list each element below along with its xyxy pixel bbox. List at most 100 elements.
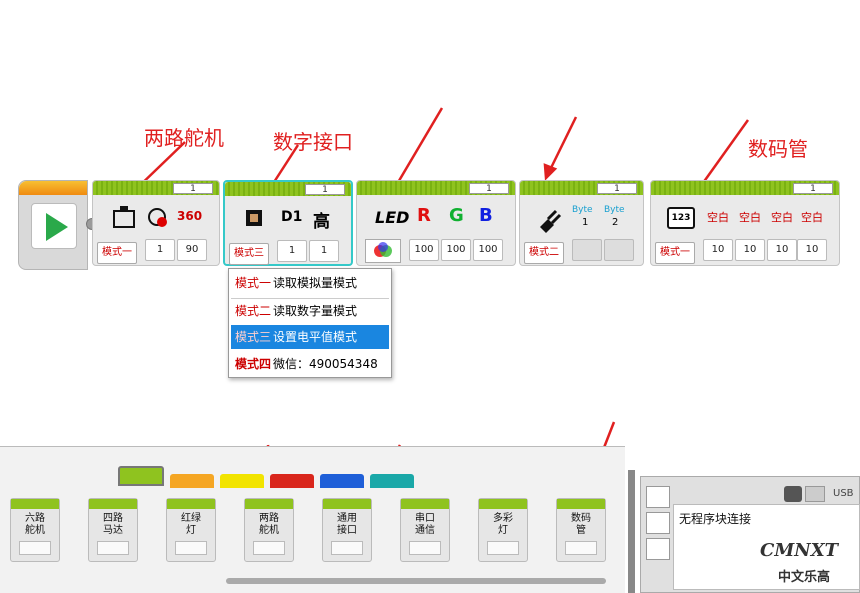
menu-item-mode2[interactable]: 模式二读取数字量模式: [231, 298, 389, 322]
palette-block-header: [167, 499, 215, 509]
serial-block[interactable]: 1 Byte Byte 1 2 模式二: [519, 180, 644, 266]
digit-value-4[interactable]: 10: [797, 239, 827, 261]
mode-selector[interactable]: 模式三: [229, 243, 269, 265]
blue-label: B: [479, 205, 493, 226]
palette-block-label: 多彩 灯: [493, 513, 513, 536]
mode-dropdown-menu[interactable]: 模式一读取模拟量模式 模式二读取数字量模式 模式三设置电平值模式 模式四微信：4…: [228, 268, 392, 378]
rgb-icon: [374, 242, 392, 257]
byte-slot-2[interactable]: [604, 239, 634, 261]
palette-tab-teal[interactable]: [370, 474, 414, 488]
port-number[interactable]: 1: [469, 183, 509, 194]
color-mode-selector[interactable]: [365, 239, 401, 263]
palette-block-slot: [565, 541, 597, 555]
menu-item-mode1[interactable]: 模式一读取模拟量模式: [231, 271, 389, 295]
palette-block-label: 串口 通信: [415, 513, 435, 536]
palette-block[interactable]: 通用 接口: [322, 498, 372, 562]
digital-block[interactable]: 1 D1 高 模式三 1 1: [223, 180, 353, 266]
palette-tab-green[interactable]: [118, 466, 164, 486]
green-label: G: [449, 205, 464, 226]
connection-toggle[interactable]: [805, 486, 825, 502]
menu-key: 模式一: [235, 276, 272, 290]
port-view-icon[interactable]: [646, 486, 670, 508]
menu-key: 模式二: [235, 304, 272, 318]
digit-label-3: 空白: [771, 211, 793, 224]
digit-value-1[interactable]: 10: [703, 239, 733, 261]
panel-divider[interactable]: [628, 470, 635, 593]
palette-block-label: 六路 舵机: [25, 513, 45, 536]
menu-item-mode3[interactable]: 模式三设置电平值模式: [231, 325, 389, 349]
palette-block-header: [557, 499, 605, 509]
palette-block-slot: [253, 541, 285, 555]
blue-value[interactable]: 100: [473, 239, 503, 261]
port-number[interactable]: 1: [305, 184, 345, 195]
level-label: 高: [313, 212, 330, 232]
refresh-icon[interactable]: [784, 486, 802, 502]
green-value[interactable]: 100: [441, 239, 471, 261]
start-block[interactable]: [18, 180, 88, 270]
memory-icon[interactable]: [646, 512, 670, 534]
byte-index-2: 2: [612, 217, 619, 228]
palette-block-header: [479, 499, 527, 509]
digit-label-4: 空白: [801, 211, 823, 224]
digit-label-2: 空白: [739, 211, 761, 224]
play-icon: [46, 213, 68, 241]
port-number[interactable]: 1: [597, 183, 637, 194]
palette-block[interactable]: 多彩 灯: [478, 498, 528, 562]
palette-block-label: 四路 马达: [103, 513, 123, 536]
palette-tab-yellow[interactable]: [220, 474, 264, 488]
palette-block[interactable]: 红绿 灯: [166, 498, 216, 562]
pin-label: D1: [281, 209, 303, 225]
menu-item-mode4[interactable]: 模式四微信：490054348: [231, 352, 389, 376]
menu-label: 读取模拟量模式: [273, 276, 358, 290]
palette-block-label: 通用 接口: [337, 513, 357, 536]
palette-tab-orange[interactable]: [170, 474, 214, 488]
palette-block-label: 数码 管: [571, 513, 591, 536]
digit-value-2[interactable]: 10: [735, 239, 765, 261]
palette-block-slot: [97, 541, 129, 555]
watermark-subtext: 中文乐高: [778, 570, 831, 585]
menu-label: 设置电平值模式: [273, 330, 358, 344]
led-block[interactable]: 1 LED R G B 100 100 100: [356, 180, 516, 266]
display-icon: 123: [667, 207, 695, 229]
menu-label: 微信：490054348: [273, 357, 378, 371]
port-number[interactable]: 1: [793, 183, 833, 194]
palette-block[interactable]: 两路 舵机: [244, 498, 294, 562]
palette-block-slot: [487, 541, 519, 555]
digit-value-3[interactable]: 10: [767, 239, 797, 261]
mode-selector[interactable]: 模式二: [524, 242, 564, 264]
servo-block[interactable]: 1 360 模式一 1 90: [92, 180, 220, 266]
port-number[interactable]: 1: [173, 183, 213, 194]
servo-angle-param[interactable]: 90: [177, 239, 207, 261]
byte-index-1: 1: [582, 217, 589, 228]
mode-selector[interactable]: 模式一: [655, 242, 695, 264]
palette-scrollbar[interactable]: [226, 578, 606, 584]
palette-block-header: [11, 499, 59, 509]
palette-block[interactable]: 数码 管: [556, 498, 606, 562]
mode-selector[interactable]: 模式一: [97, 242, 137, 264]
palette-tab-red[interactable]: [270, 474, 314, 488]
chip-icon: [246, 210, 262, 226]
palette-block[interactable]: 六路 舵机: [10, 498, 60, 562]
digital-pin-param[interactable]: 1: [277, 240, 307, 262]
degree-label: 360: [177, 209, 203, 223]
palette-block-header: [323, 499, 371, 509]
palette-block-header: [89, 499, 137, 509]
timer-icon: [148, 208, 167, 227]
byte-slot-1[interactable]: [572, 239, 602, 261]
palette-block-slot: [19, 541, 51, 555]
segment-block[interactable]: 1 123 空白 空白 空白 空白 模式一 10 10 10 10: [650, 180, 840, 266]
run-button[interactable]: [31, 203, 77, 249]
servo-icon: [113, 206, 135, 228]
servo-port-param[interactable]: 1: [145, 239, 175, 261]
palette-block-header: [401, 499, 449, 509]
palette-block[interactable]: 四路 马达: [88, 498, 138, 562]
plug-icon: [540, 209, 562, 233]
menu-key: 模式三: [235, 330, 272, 344]
info-icon[interactable]: [646, 538, 670, 560]
palette-tab-blue[interactable]: [320, 474, 364, 488]
panel-content: 无程序块连接: [673, 504, 860, 590]
red-value[interactable]: 100: [409, 239, 439, 261]
digital-level-param[interactable]: 1: [309, 240, 339, 262]
palette-block-label: 两路 舵机: [259, 513, 279, 536]
palette-block[interactable]: 串口 通信: [400, 498, 450, 562]
